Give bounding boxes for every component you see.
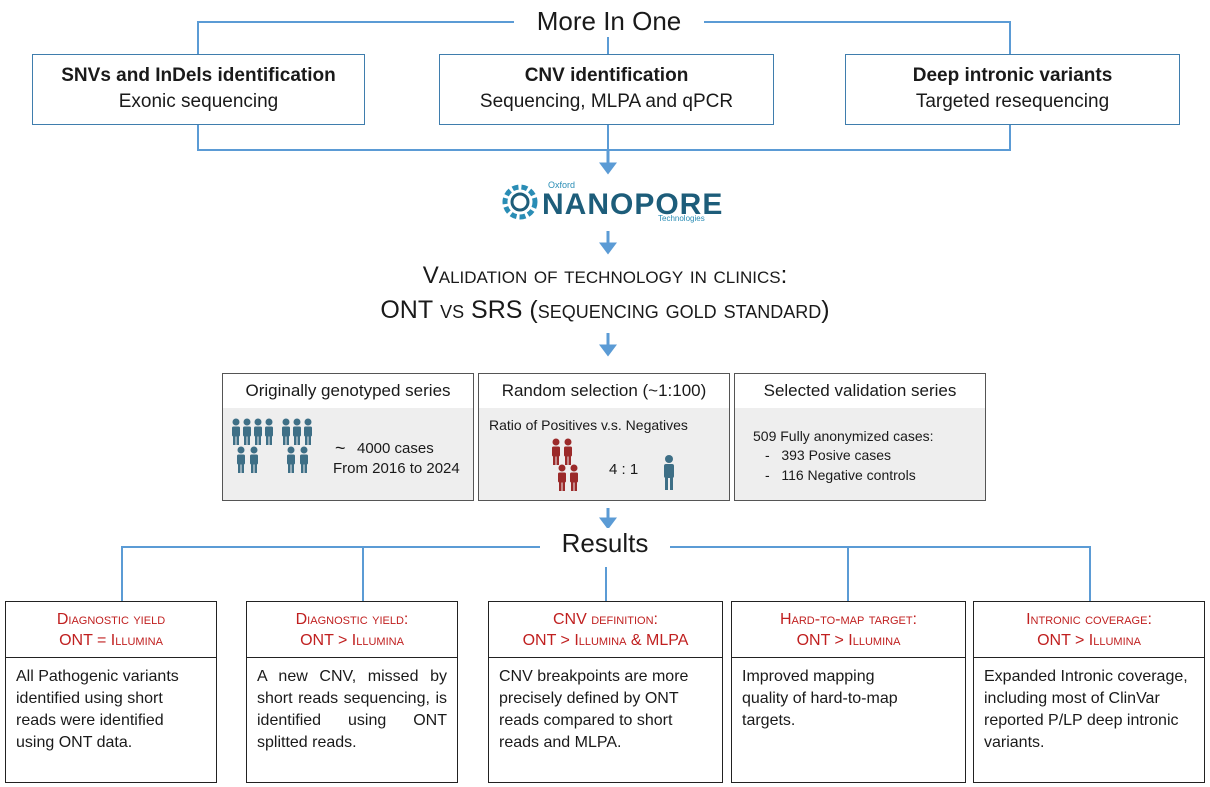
result-head-2: ONT > Illumina [300,632,404,649]
ont-label: ONT [380,296,434,324]
box-subtitle: Exonic sequencing [118,91,279,112]
result-body: CNV breakpoints are more precisely defin… [499,668,689,751]
ratio-label: Ratio of Positives v.s. Negatives [489,417,688,433]
panel-title: Originally genotyped series [223,374,473,409]
box-subtitle: Targeted resequencing [915,91,1110,112]
down-arrow-icon [599,151,617,530]
tilde: ~ [335,438,346,458]
person-positive-icon [552,438,578,491]
date-range: From 2016 to 2024 [333,460,460,477]
box-cnv: CNV identification Sequencing, MLPA and … [439,54,774,125]
panel-random-selection: Random selection (~1:100) Ratio of Posit… [478,373,730,501]
box-title: Deep intronic variants [912,65,1113,86]
result-head-2: ONT = Illumina [59,632,163,649]
person-negative-icon [664,455,674,490]
result-body: Improved mapping quality of hard-to-map … [742,668,898,729]
main-title: More In One [514,6,704,37]
cases-count: 4000 cases [357,440,434,457]
result-head-1: Diagnostic yield [56,611,166,628]
result-box-hard-to-map: Hard-to-map target: ONT > Illumina Improv… [731,601,966,783]
validation-line-2: ONT vs SRS (sequencing gold standard) [0,296,1210,325]
result-body: All Pathogenic variants identified using… [16,668,179,751]
result-head-1: Intronic coverage: [1026,611,1152,628]
result-body: Expanded Intronic coverage, including mo… [984,668,1188,751]
result-box-intronic-coverage: Intronic coverage: ONT > Illumina Expande… [973,601,1205,783]
box-snvs: SNVs and InDels identification Exonic se… [32,54,365,125]
result-body: A new CNV, missed by short reads sequenc… [257,668,447,751]
logo-oxford: Oxford [548,180,576,190]
result-head-1: Diagnostic yield: [295,611,409,628]
logo-word: NANOPORE [542,188,724,221]
result-head-1: Hard-to-map target: [779,611,918,628]
box-title: CNV identification [524,65,689,86]
box-deep-intronic: Deep intronic variants Targeted resequen… [845,54,1180,125]
srs-label: SRS [471,296,523,324]
result-head-2: ONT > Illumina [796,632,901,649]
logo-technologies: Technologies [658,214,705,223]
people-group-icon [232,418,312,473]
result-head-2: ONT > Illumina [1037,632,1141,649]
panel-originally-genotyped: Originally genotyped series ~ 4000 cases… [222,373,474,501]
gold-standard-label: (sequencing gold standard) [522,296,830,324]
nanopore-logo-icon: Oxford NANOPORE Technologies [500,180,724,223]
box-title: SNVs and InDels identification [61,65,336,86]
negative-controls: - 116 Negative controls [765,467,916,483]
result-head-1: CNV definition: [552,611,658,628]
result-box-cnv-definition: CNV definition: ONT > Illumina & MLPA CNV… [488,601,723,783]
validation-line-1: Validation of technology in clinics: [422,262,788,289]
panel-title: Selected validation series [735,374,985,409]
positive-cases: - 393 Posive cases [765,447,892,463]
panel-title: Random selection (~1:100) [479,374,729,409]
validation-cases: 509 Fully anonymized cases: [753,428,934,444]
results-title: Results [540,528,670,559]
nanopore-swirl-icon [502,184,538,220]
box-subtitle: Sequencing, MLPA and qPCR [479,91,734,112]
panel-selected-validation: Selected validation series 509 Fully ano… [734,373,986,501]
result-head-2: ONT > Illumina & MLPA [522,632,689,649]
ratio-value: 4 : 1 [609,461,639,478]
vs-label: vs [433,296,472,324]
result-box-diagnostic-yield-greater: Diagnostic yield: ONT > Illumina A new CN… [246,601,458,783]
